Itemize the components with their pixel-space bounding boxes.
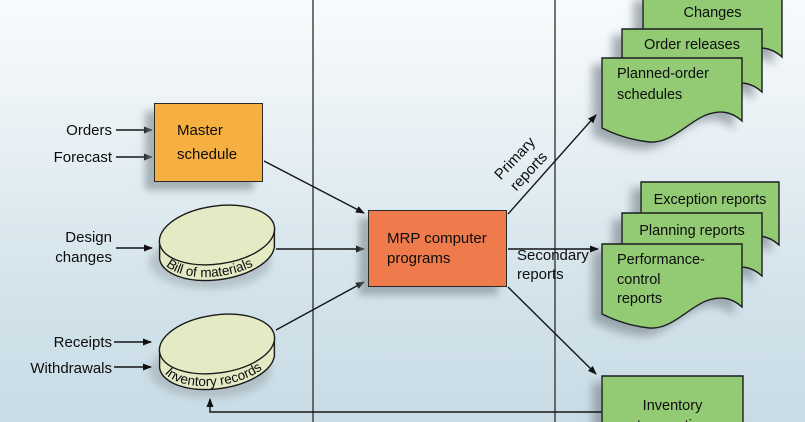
doc-performance-control-reports	[601, 243, 743, 329]
doc-label-order-releases: Order releases	[644, 37, 740, 53]
master-schedule-box: Master schedule	[154, 103, 263, 182]
doc-label-planning-reports: Planning reports	[639, 223, 745, 239]
input-label-design-changes: Design changes	[0, 228, 112, 268]
inventory-records-cylinder	[158, 313, 276, 391]
arrow-primary-reports	[507, 114, 597, 215]
input-label-orders: Orders	[66, 122, 112, 139]
secondary-reports-line2: reports	[517, 266, 564, 283]
doc-planned-order-schedules	[601, 57, 743, 143]
cylinder-top	[158, 313, 276, 375]
doc-label-changes: Changes	[683, 5, 742, 21]
input-label-withdrawals: Withdrawals	[30, 360, 112, 377]
bill-of-materials-cylinder	[158, 204, 276, 282]
doc-label-exception-reports: Exception reports	[653, 192, 767, 208]
arrow-inventory-to-mrp	[275, 281, 365, 331]
performance-line2: control	[617, 271, 661, 288]
doc-inventory-transaction	[601, 375, 744, 422]
input-label-receipts: Receipts	[53, 334, 112, 351]
secondary-reports-line1: Secondary	[517, 247, 589, 264]
design-changes-line1: Design	[65, 229, 112, 246]
inventory-doc-line2: transaction	[602, 416, 743, 422]
performance-line3: reports	[617, 291, 663, 307]
feedback-line-inventory-update	[206, 398, 602, 413]
input-label-forecast: Forecast	[53, 149, 112, 166]
design-changes-line2: changes	[55, 249, 112, 266]
mrp-box-line1: MRP computer	[387, 229, 487, 247]
secondary-reports-flow-label: Secondary reports	[517, 246, 589, 284]
doc-label-inventory-transaction: Inventory transaction	[602, 396, 743, 422]
planned-order-line1: Planned-order	[617, 66, 709, 82]
arrow-master-to-mrp	[263, 160, 365, 214]
doc-label-planned-order-schedules: Planned-order schedules	[617, 64, 741, 106]
inventory-doc-line1: Inventory	[642, 398, 703, 414]
doc-label-performance-control-reports: Performance- control reports	[617, 251, 741, 310]
arrow-mrp-to-inventory-doc	[507, 286, 597, 375]
cylinder-top	[158, 204, 276, 266]
planned-order-line2: schedules	[617, 87, 683, 103]
mrp-box-line2: programs	[387, 249, 451, 267]
master-schedule-line1: Master	[177, 121, 223, 139]
master-schedule-line2: schedule	[177, 145, 238, 163]
mrp-programs-box: MRP computer programs	[368, 210, 507, 287]
performance-line1: Performance-	[617, 252, 705, 268]
